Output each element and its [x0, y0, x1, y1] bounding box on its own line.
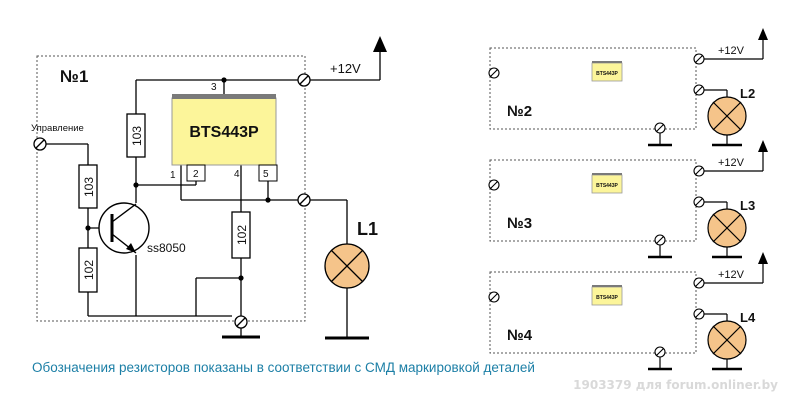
chip-label: BTS443P — [189, 124, 259, 141]
svg-text:BTS443P: BTS443P — [596, 295, 618, 301]
svg-text:BTS443P: BTS443P — [596, 183, 618, 189]
supply-arrow-icon — [373, 36, 387, 52]
control-label: Управление — [31, 123, 84, 134]
resistor-collector: 103 — [126, 113, 146, 158]
module-4: +12V BTS443P L4 №4 — [488, 252, 768, 371]
resistor-emitter: 102 — [78, 247, 98, 293]
module-3-label: №3 — [507, 215, 532, 232]
terminal-supply — [297, 73, 311, 87]
svg-text:103: 103 — [82, 177, 96, 197]
caption-text: Обозначения резисторов показаны в соотве… — [32, 360, 535, 375]
svg-text:+12V: +12V — [718, 45, 745, 57]
bts443p-chip: BTS443P 3 1 2 4 5 — [170, 82, 278, 182]
pin-1-label: 1 — [170, 170, 176, 181]
supply-arrow-2-icon — [758, 28, 768, 40]
terminal-control — [33, 137, 47, 151]
pin-3-label: 3 — [211, 82, 217, 93]
pin-4-label: 4 — [234, 169, 240, 180]
svg-text:102: 102 — [235, 225, 249, 245]
pin-5-label: 5 — [263, 169, 269, 180]
supply-arrow-3-icon — [758, 140, 768, 152]
lamp-l4-label: L4 — [740, 310, 756, 325]
svg-text:102: 102 — [82, 260, 96, 280]
supply-label: +12V — [330, 61, 361, 76]
resistor-base: 103 — [78, 164, 98, 209]
module-1-label: №1 — [60, 67, 88, 86]
junction-dots — [85, 77, 271, 281]
watermark-text: 1903379 для forum.onliner.by — [573, 378, 778, 392]
terminal-output — [297, 193, 311, 207]
lamp-l1-label: L1 — [357, 219, 378, 239]
lamp-l2-label: L2 — [740, 86, 755, 101]
module-2-label: №2 — [507, 103, 532, 120]
lamp-l3-label: L3 — [740, 198, 755, 213]
module-2: +12V BTS443P L2 №2 — [488, 28, 768, 147]
terminal-ground — [234, 315, 248, 329]
svg-text:+12V: +12V — [718, 269, 745, 281]
supply-arrow-4-icon — [758, 252, 768, 264]
module-3: +12V BTS443P L3 №3 — [488, 140, 768, 259]
svg-text:BTS443P: BTS443P — [596, 71, 618, 77]
wires-main — [46, 52, 381, 340]
module-4-label: №4 — [507, 327, 533, 344]
transistor-icon — [98, 202, 150, 254]
module-1-outline — [36, 55, 306, 322]
lamp-l1-icon — [324, 243, 370, 289]
resistor-pin4: 102 — [231, 211, 251, 259]
svg-text:+12V: +12V — [718, 157, 745, 169]
pin-2-label: 2 — [193, 169, 199, 180]
transistor-label: ss8050 — [147, 241, 186, 255]
svg-text:103: 103 — [130, 126, 144, 146]
